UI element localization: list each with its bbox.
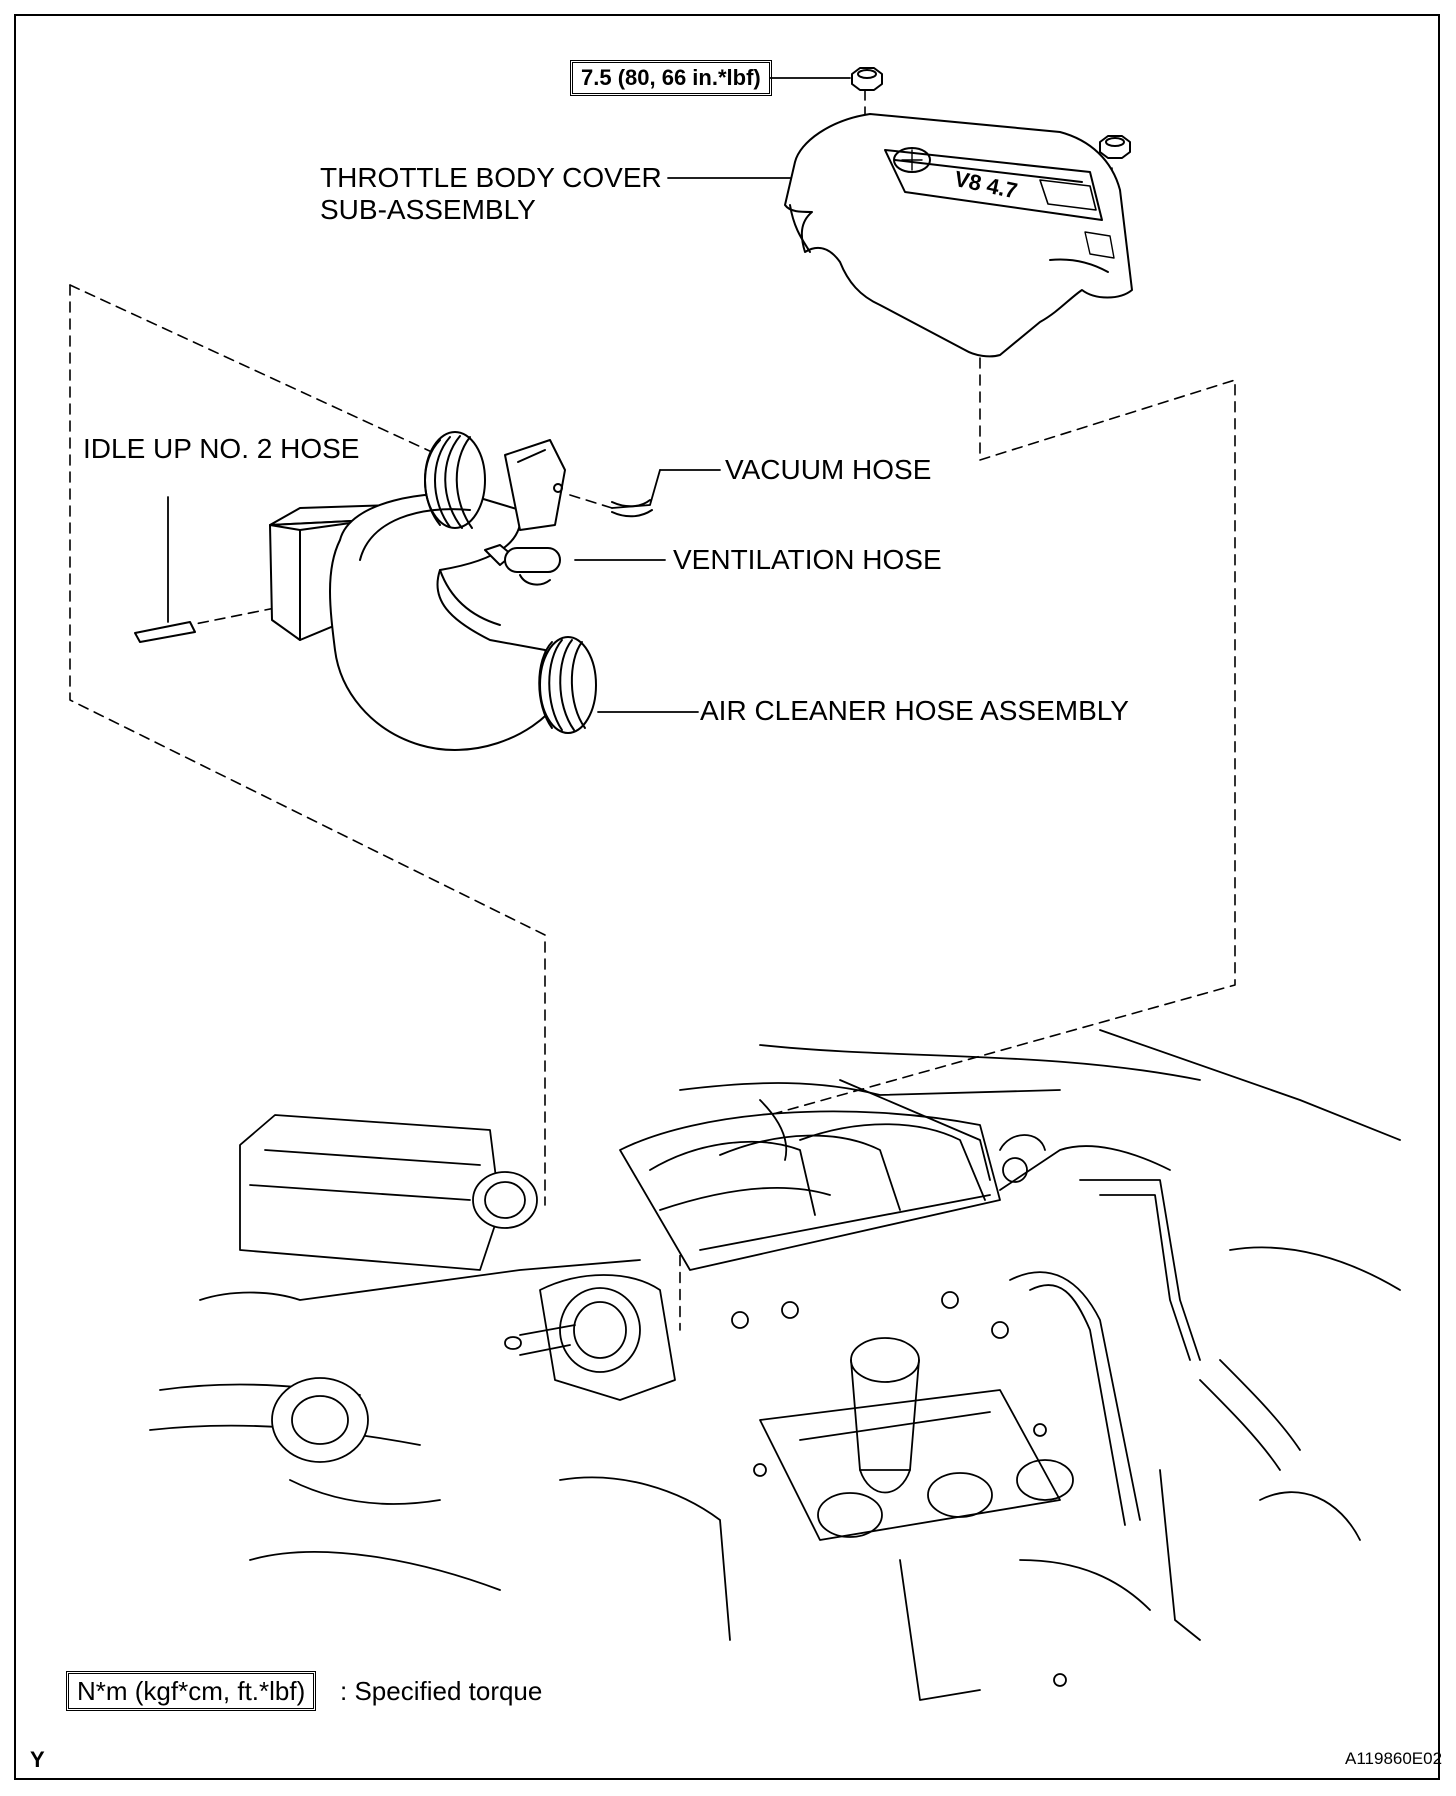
label-throttle-body-cover-line2: SUB-ASSEMBLY [320,194,536,225]
nut-icon [1099,135,1131,159]
throttle-body-cover [784,113,1133,358]
ventilation-port [484,544,561,586]
label-vacuum-hose: VACUUM HOSE [725,454,932,485]
label-throttle-body-cover-line1: THROTTLE BODY COVER [320,162,662,193]
air-cleaner-hose [134,431,653,751]
diagram-frame [14,14,1440,1780]
label-air-cleaner-hose-assembly: AIR CLEANER HOSE ASSEMBLY [700,695,1129,726]
torque-spec-box: 7.5 (80, 66 in.*lbf) [570,60,772,96]
hose-corrugation [538,636,597,734]
legend-description: : Specified torque [340,1676,543,1706]
corner-letter: Y [30,1747,45,1772]
legend-unit-box: N*m (kgf*cm, ft.*lbf) [66,1671,317,1711]
label-idle-up-no2-hose: IDLE UP NO. 2 HOSE [83,433,360,464]
hose-corrugation [424,431,486,529]
leader-lines [167,77,851,713]
figure-code: A119860E02 [1345,1749,1443,1768]
nut-icon [851,67,883,91]
label-ventilation-hose: VENTILATION HOSE [673,544,942,575]
engine-assembly [149,1029,1401,1701]
